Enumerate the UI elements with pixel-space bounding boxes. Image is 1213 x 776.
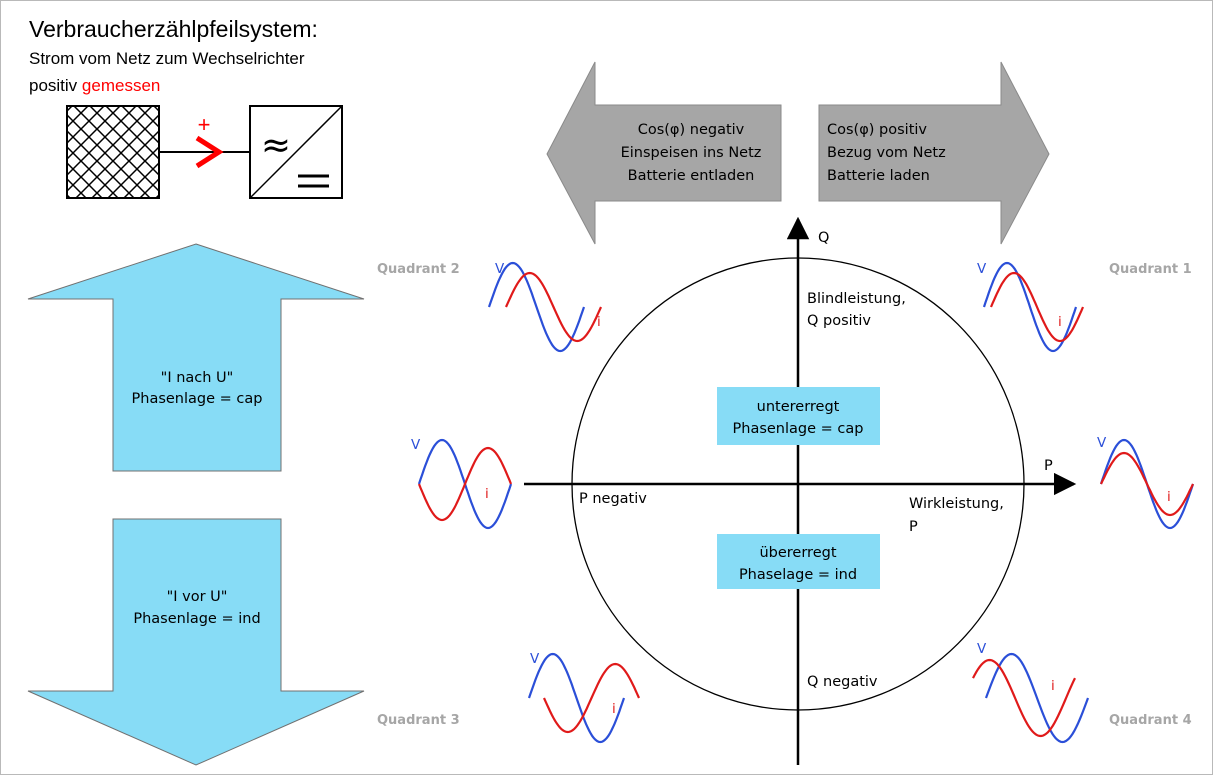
box-underexcited-line-1: untererregt [757,399,840,415]
current-label: i [1051,678,1055,694]
header-line2-highlight: gemessen [82,76,160,95]
arrow-down-line-1: "I vor U" [167,589,228,605]
waveform-quadrant-2: Vi [487,261,603,353]
current-wave [504,271,603,343]
left-arrow-line-2: Einspeisen ins Netz [621,145,762,161]
current-wave [417,446,513,522]
quadrant-4-label: Quadrant 4 [1109,713,1192,728]
box-underexcited-line-2: Phasenlage = cap [733,421,864,437]
inverter-diagonal [249,105,343,199]
header-line2-prefix: positiv [29,76,78,95]
arrow-up-line-2: Phasenlage = cap [132,391,263,407]
voltage-label: V [411,437,421,453]
right-arrow-line-1: Cos(φ) positiv [827,122,927,138]
q-axis-label: Q [818,230,829,246]
current-label: i [485,486,489,502]
current-wave [989,271,1085,343]
header-title: Verbraucherzählpfeilsystem: [29,16,318,42]
box-overexcited-line-1: übererregt [759,545,836,561]
p-negative-label: P negativ [579,491,647,507]
voltage-wave [487,261,586,353]
voltage-label: V [977,261,987,277]
plus-sign: + [198,112,211,137]
voltage-wave [982,261,1078,353]
waveform-quadrant-3: Vi [527,651,641,744]
arrow-up-capacitive [27,243,365,472]
right-arrow-line-3: Batterie laden [827,168,930,184]
arrow-up-line-1: "I nach U" [161,370,234,386]
left-arrow-line-3: Batterie entladen [628,168,755,184]
arrow-down-inductive [27,518,365,766]
q-positive-line-1: Blindleistung, [807,291,906,307]
voltage-label: V [530,651,540,667]
current-wave [542,662,641,734]
waveform-p-negative: Vi [411,437,513,530]
current-wave [1100,451,1194,517]
p-positive-line-2: P [909,519,918,535]
arrow-down-line-2: Phasenlage = ind [133,611,260,627]
voltage-label: V [495,261,505,277]
header-line2: positiv gemessen [29,76,160,95]
p-positive-line-1: Wirkleistung, [909,496,1004,512]
current-direction-arrow [195,135,224,169]
box-overexcited-line-2: Phaselage = ind [739,567,857,583]
voltage-label: V [1097,435,1107,451]
grid-symbol [66,105,160,199]
waveform-quadrant-4: Vi [972,641,1090,744]
quadrant-3-label: Quadrant 3 [377,713,460,728]
waveform-p-positive: Vi [1097,435,1195,530]
left-arrow-line-1: Cos(φ) negativ [638,122,745,138]
waveform-quadrant-1: Vi [977,261,1085,353]
quadrant-1-label: Quadrant 1 [1109,262,1192,277]
inverter-ac-symbol: ≈ [261,125,291,166]
q-positive-line-2: Q positiv [807,313,871,329]
voltage-wave [527,652,626,744]
box-underexcited [717,387,880,445]
voltage-label: V [977,641,987,657]
arrow-right-consume [818,61,1050,245]
current-label: i [1058,314,1062,330]
arrow-left-feed-in [546,61,782,245]
header-line1: Strom vom Netz zum Wechselrichter [29,49,305,68]
current-label: i [597,314,601,330]
current-label: i [612,701,616,717]
p-axis-label: P [1044,458,1053,474]
quadrant-2-label: Quadrant 2 [377,262,460,277]
q-negative-label: Q negativ [807,674,878,690]
current-wave [972,658,1076,738]
box-overexcited [717,534,880,589]
current-label: i [1167,489,1171,505]
right-arrow-line-2: Bezug vom Netz [827,145,946,161]
voltage-wave [984,652,1090,744]
